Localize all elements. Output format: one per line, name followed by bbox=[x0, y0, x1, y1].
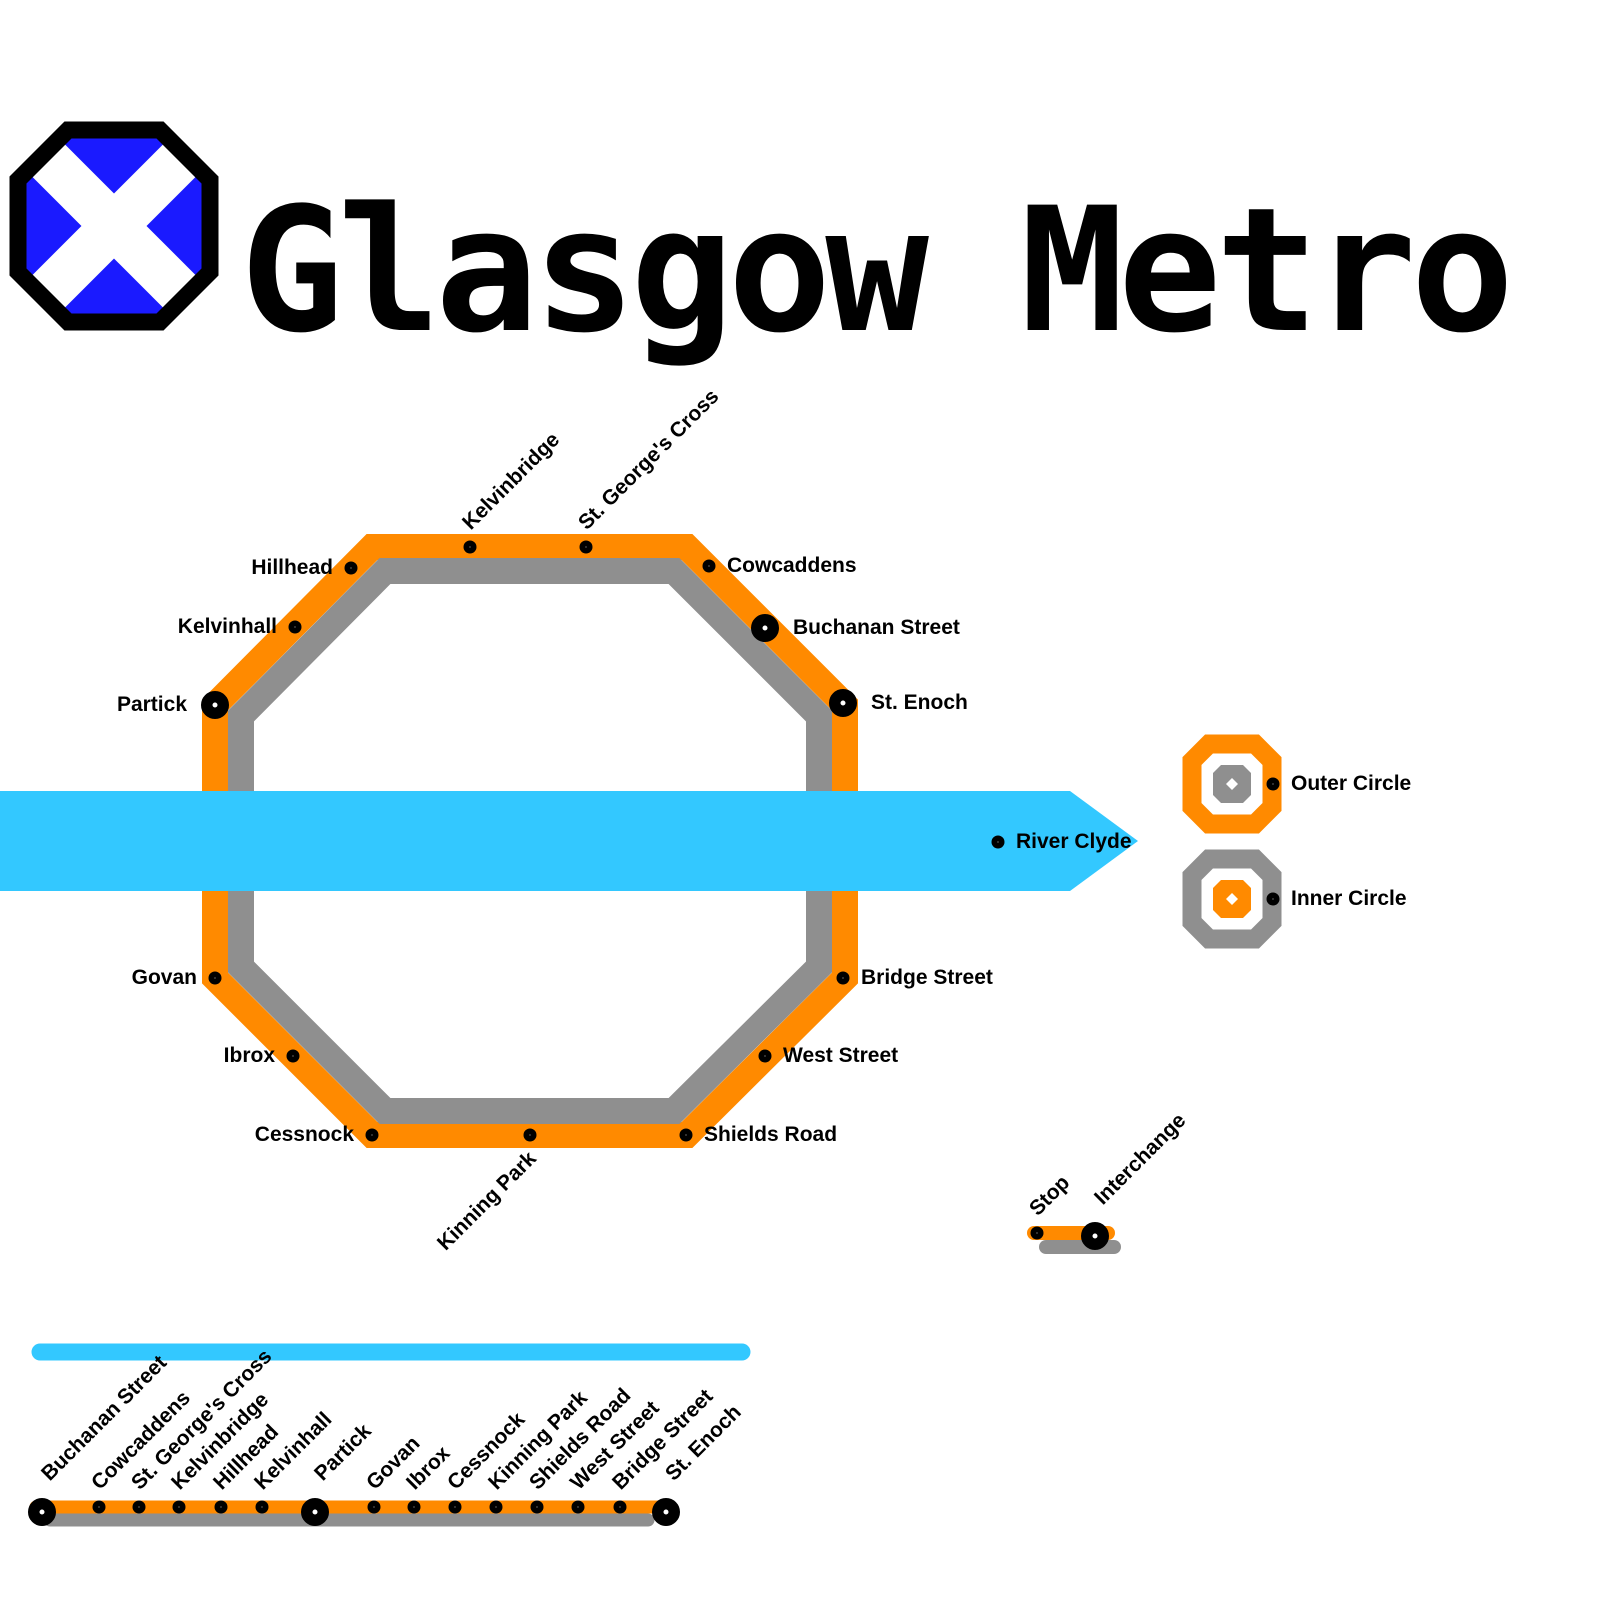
stop-marker-icon bbox=[255, 1500, 269, 1514]
interchange-marker-icon bbox=[301, 1498, 329, 1526]
interchange-marker-icon bbox=[201, 691, 229, 719]
station-label: Ibrox bbox=[223, 1044, 275, 1067]
interchange-marker-icon bbox=[28, 1498, 56, 1526]
station-label: Cowcaddens bbox=[727, 554, 857, 577]
stop-marker-icon bbox=[92, 1500, 106, 1514]
interchange-marker-icon bbox=[829, 689, 857, 717]
legend-inner-circle-octagon bbox=[1182, 849, 1282, 949]
stop-marker-icon bbox=[208, 971, 222, 985]
stop-marker-icon bbox=[571, 1500, 585, 1514]
legend-inner-circle-label: Inner Circle bbox=[1291, 887, 1407, 910]
stop-marker-icon bbox=[489, 1500, 503, 1514]
stop-marker-icon bbox=[679, 1128, 693, 1142]
stop-marker-icon bbox=[613, 1500, 627, 1514]
stop-marker-icon bbox=[1030, 1226, 1044, 1240]
station-label: Hillhead bbox=[251, 556, 333, 579]
stop-marker-icon bbox=[1266, 892, 1280, 906]
station-label: Shields Road bbox=[704, 1123, 838, 1146]
stop-marker-icon bbox=[344, 561, 358, 575]
stop-marker-icon bbox=[214, 1500, 228, 1514]
station-label: West Street bbox=[783, 1044, 899, 1067]
stop-marker-icon bbox=[172, 1500, 186, 1514]
interchange-marker-icon bbox=[751, 614, 779, 642]
stop-marker-icon bbox=[758, 1049, 772, 1063]
stop-marker-icon bbox=[448, 1500, 462, 1514]
station-label: Bridge Street bbox=[861, 966, 993, 989]
stop-marker-icon bbox=[530, 1500, 544, 1514]
station-label: Govan bbox=[131, 966, 197, 989]
legend-outer-circle-octagon bbox=[1182, 734, 1282, 834]
legend-inner-circle-center-diamond bbox=[1226, 893, 1238, 905]
stop-marker-icon bbox=[991, 835, 1005, 849]
stop-marker-icon bbox=[1266, 777, 1280, 791]
scotland-flag-icon bbox=[18, 130, 210, 322]
stop-marker-icon bbox=[702, 559, 716, 573]
stop-marker-icon bbox=[579, 540, 593, 554]
interchange-marker-icon bbox=[1081, 1222, 1109, 1250]
legend-outer-circle-label: Outer Circle bbox=[1291, 772, 1412, 795]
stop-marker-icon bbox=[288, 620, 302, 634]
station-label: Cessnock bbox=[254, 1123, 354, 1146]
station-label: St. Enoch bbox=[871, 691, 968, 714]
stop-marker-icon bbox=[367, 1500, 381, 1514]
station-label: Partick bbox=[116, 693, 187, 716]
stop-marker-icon bbox=[463, 540, 477, 554]
stop-marker-icon bbox=[836, 971, 850, 985]
stop-marker-icon bbox=[365, 1128, 379, 1142]
flag-border bbox=[9, 121, 219, 331]
stop-marker-icon bbox=[523, 1128, 537, 1142]
page-title: Glasgow Metro bbox=[240, 170, 1514, 371]
station-label: Buchanan Street bbox=[793, 616, 960, 639]
stop-marker-icon bbox=[407, 1500, 421, 1514]
interchange-marker-icon bbox=[652, 1498, 680, 1526]
river-clyde-band bbox=[0, 791, 1138, 891]
stop-marker-icon bbox=[286, 1049, 300, 1063]
stop-marker-icon bbox=[132, 1500, 146, 1514]
station-label: Kelvinhall bbox=[177, 615, 277, 638]
legend-outer-circle-center-diamond bbox=[1226, 778, 1238, 790]
river-clyde-label: River Clyde bbox=[1016, 830, 1132, 853]
